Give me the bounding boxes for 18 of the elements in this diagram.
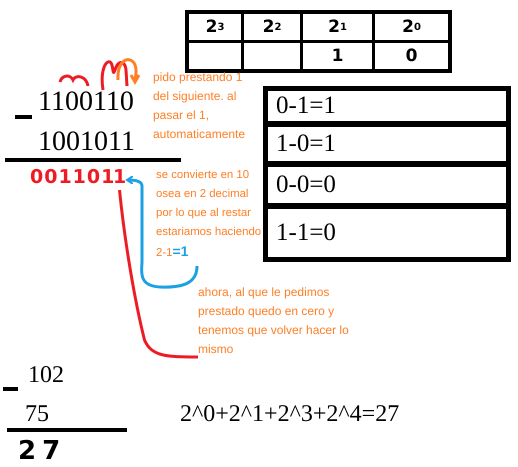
minuend: 102	[28, 363, 64, 387]
connector-line	[118, 190, 198, 358]
annotation-text: pido prestando 1 del siguiente. al pasar el 1, automaticamente	[153, 69, 246, 143]
table-cell: 0	[375, 43, 448, 69]
table-header: 2$^{0}$	[375, 14, 448, 40]
handwritten-result: 27	[18, 438, 66, 464]
table-header: 2$^{2}$	[244, 14, 300, 40]
subtrahend: 75	[25, 402, 49, 426]
equation: 2^0+2^1+2^3+2^4=27	[180, 402, 400, 426]
table-cell: 1	[303, 43, 372, 69]
minuend: 1100110	[38, 88, 134, 116]
subtrahend: 1001011	[38, 128, 135, 156]
annotation-text: se convierte en 10 osea en 2 decimal por lo que al restar estariamos haciendo 2-1=1	[156, 166, 264, 263]
table-header: 2$^{1}$	[303, 14, 372, 40]
annotation-text: ahora, al que le pedimos prestado quedo en cero y tenemos que volver hacer lo mismo	[198, 283, 378, 359]
handwritten-result: 001101	[30, 168, 116, 187]
borrowed-digit: 1	[113, 168, 126, 187]
table-header: 2$^{3}$	[189, 14, 241, 40]
